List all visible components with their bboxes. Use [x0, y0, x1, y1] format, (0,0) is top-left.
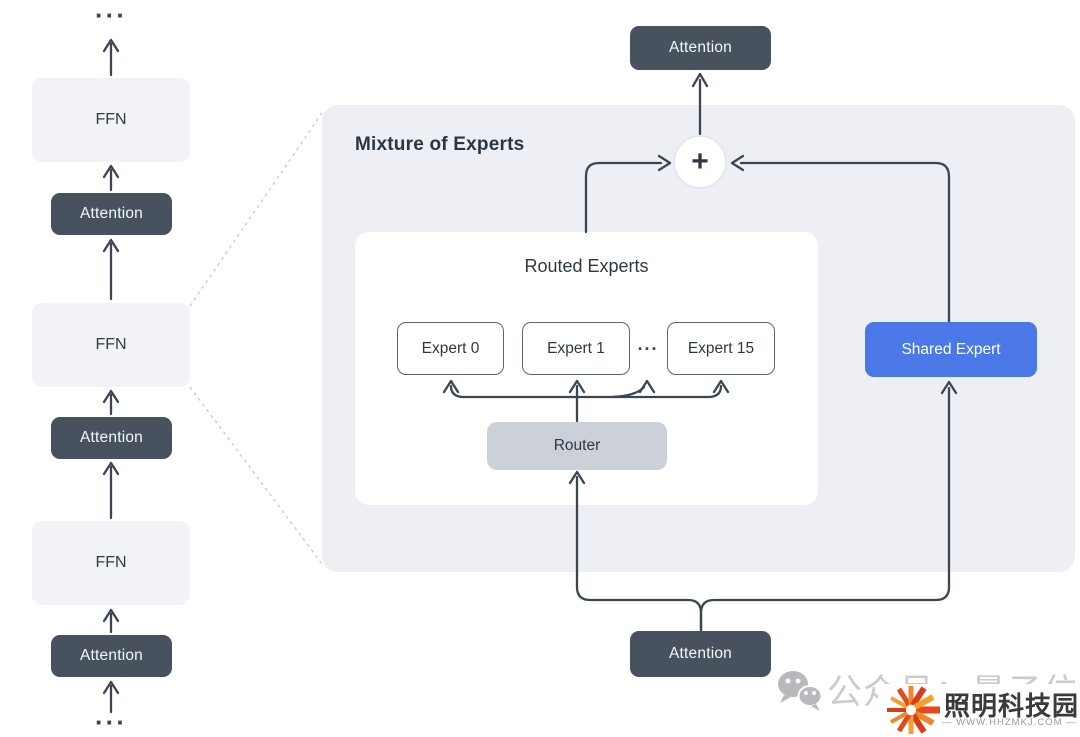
arrow-attn1-to-ffn1 [102, 164, 120, 192]
arrow-attn2-to-ffn2 [102, 389, 120, 416]
moe-attention-bottom: Attention [630, 631, 771, 677]
dashed-line-top [189, 112, 323, 307]
shared-expert-box: Shared Expert [865, 322, 1037, 377]
arrow-ffn2-to-attn1 [102, 238, 120, 301]
stack-ellipsis-bottom: ··· [95, 707, 127, 737]
starburst-icon [887, 686, 940, 734]
expert-15-box: Expert 15 [667, 322, 775, 375]
expert-1-box: Expert 1 [522, 322, 630, 375]
attention-block-2: Attention [51, 417, 172, 459]
arrow-ffn1-to-dots [102, 38, 120, 77]
experts-ellipsis: ··· [637, 339, 659, 359]
moe-panel-title: Mixture of Experts [355, 134, 525, 155]
stack-ellipsis-top: ··· [95, 0, 127, 30]
ffn-block-3: FFN [32, 521, 190, 605]
dashed-expansion-lines [189, 112, 323, 565]
watermark-logo-url: WWW.HHZMKJ.COM [942, 717, 1077, 728]
attention-block-1: Attention [51, 193, 172, 235]
attention-block-3: Attention [51, 635, 172, 677]
expert-0-box: Expert 0 [397, 322, 504, 375]
wechat-icon [778, 671, 823, 711]
arrow-attn3-to-ffn3 [102, 608, 120, 634]
arrow-ffn3-to-attn2 [102, 461, 120, 520]
moe-attention-top: Attention [630, 26, 771, 70]
routed-experts-title: Routed Experts [524, 256, 649, 276]
watermark-logo: 照明科技园 WWW.HHZMKJ.COM [878, 684, 1080, 737]
dashed-line-bottom [189, 386, 323, 565]
router-box: Router [487, 422, 667, 470]
watermark-logo-title: 照明科技园 [944, 691, 1080, 721]
ffn-block-1: FFN [32, 78, 190, 162]
ffn-block-2-expanded: FFN [32, 303, 190, 387]
sum-node: + [673, 135, 727, 189]
